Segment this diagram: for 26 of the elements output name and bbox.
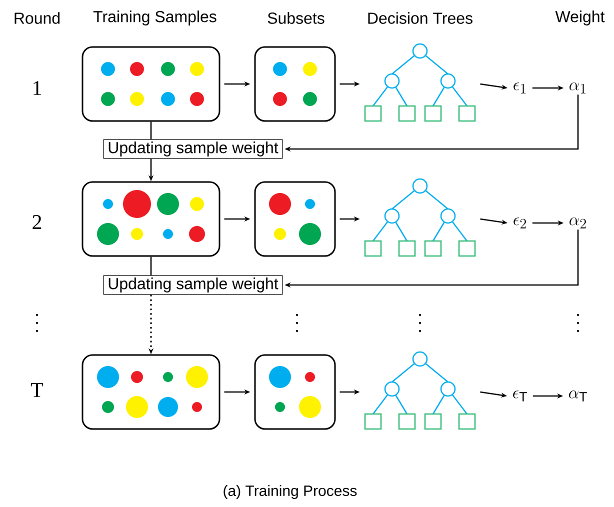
sample-box bbox=[82, 354, 220, 430]
subset-box bbox=[254, 354, 336, 430]
decision-tree-drawing bbox=[364, 43, 476, 122]
column-header: Round bbox=[14, 12, 60, 24]
decision-tree-drawing bbox=[364, 178, 476, 257]
update-box: Updating sample weight bbox=[103, 275, 283, 295]
sample-box bbox=[82, 181, 220, 257]
error-symbol: $\epsilon_{\mathrm{T}}$ bbox=[513, 390, 527, 402]
round-number: 1 bbox=[34, 81, 41, 95]
weight-symbol: $\alpha_{1}$ bbox=[570, 82, 586, 94]
caption: (a) Training Process bbox=[224, 485, 357, 499]
column-header: Weight bbox=[555, 10, 605, 26]
error-symbol: $\epsilon_{2}$ bbox=[514, 218, 526, 228]
update-box: Updating sample weight bbox=[103, 139, 283, 159]
round-number: T bbox=[30, 383, 44, 397]
subset-box bbox=[254, 46, 336, 122]
weight-symbol: $\alpha_{2}$ bbox=[570, 217, 586, 228]
subset-box bbox=[254, 181, 336, 257]
weight-symbol: $\alpha_{\mathrm{T}}$ bbox=[569, 390, 587, 402]
round-number: 2 bbox=[32, 215, 42, 229]
column-header: Subsets bbox=[268, 12, 324, 24]
column-header: Training Samples bbox=[93, 10, 216, 26]
decision-tree-drawing bbox=[364, 351, 476, 430]
column-header: Decision Trees bbox=[368, 12, 472, 24]
sample-box bbox=[82, 46, 220, 122]
error-symbol: $\epsilon_{1}$ bbox=[514, 82, 526, 94]
